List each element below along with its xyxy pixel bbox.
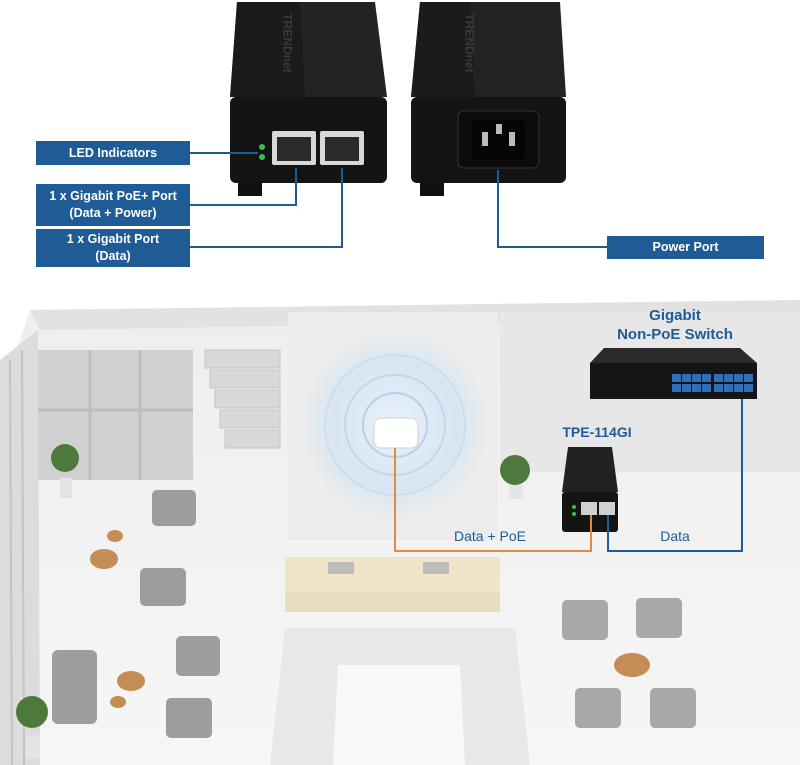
switch-label: Gigabit Non-PoE Switch [600,306,750,344]
poe-port-label: 1 x Gigabit PoE+ Port (Data + Power) [36,184,190,226]
callout-lines [190,152,607,248]
injector-front-view [230,2,387,196]
data-poe-cable-label: Data + PoE [454,528,526,544]
brand-logo-back: TRENDnet [462,13,477,73]
data-cable [607,399,743,552]
switch-label-line2: Non-PoE Switch [617,326,733,343]
brand-logo-front: TRENDnet [280,13,295,73]
poe-injector-small [562,447,618,532]
gigabit-port-label: 1 x Gigabit Port (Data) [36,229,190,267]
power-port-label: Power Port [607,236,764,259]
injector-model-label: TPE-114GI [562,424,632,440]
injector-back-view [411,2,566,196]
data-poe-cable [394,448,592,552]
office-scene [0,300,800,765]
data-cable-label: Data [660,528,690,544]
switch-label-line1: Gigabit [649,307,701,324]
gigabit-switch [590,348,757,399]
led-indicators-label: LED Indicators [36,141,190,165]
